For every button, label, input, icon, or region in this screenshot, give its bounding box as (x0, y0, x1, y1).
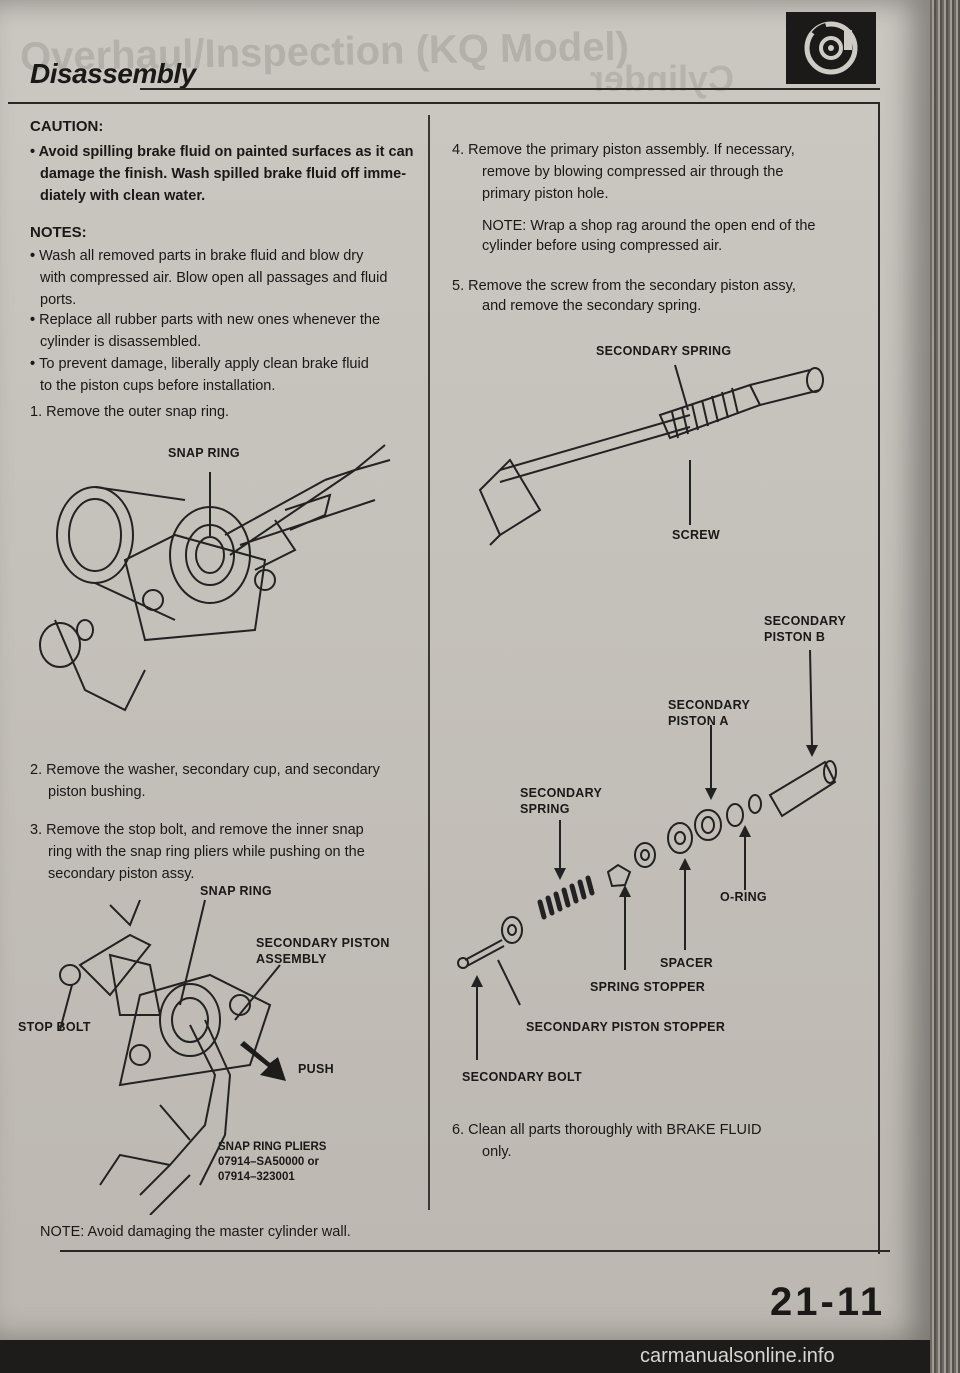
step-2-line-2: piston bushing. (48, 784, 146, 800)
brake-disc-icon (786, 12, 876, 84)
fig3-secondary-spring-illustration (478, 364, 824, 546)
page-edge-strip (930, 0, 960, 1373)
fig4-oring-label: O-RING (720, 890, 767, 904)
fig2-assembly-label-1: SECONDARY PISTON (256, 936, 390, 950)
note-3-line-2: to the piston cups before installation. (40, 378, 276, 394)
note-4-line-2: cylinder before using compressed air. (482, 238, 723, 254)
note-1-line-1: Wash all removed parts in brake fluid an… (30, 246, 363, 267)
note-2-line-2: cylinder is disassembled. (40, 334, 202, 350)
note-2-line-1: Replace all rubber parts with new ones w… (30, 310, 380, 331)
fig2-inner-snap-ring-illustration (59, 899, 286, 1215)
fig4-spring-label-1: SECONDARY (520, 786, 603, 800)
fig4-exploded-view-illustration (457, 649, 837, 1060)
manual-page: Overhaul/Inspection (KQ Model) Cylinder … (0, 0, 930, 1340)
fig2-push-label: PUSH (298, 1062, 334, 1076)
fig3-spring-label: SECONDARY SPRING (596, 344, 732, 358)
fig4-piston-stopper-label: SECONDARY PISTON STOPPER (526, 1020, 726, 1034)
step-6-line-1: 6. Clean all parts thoroughly with BRAKE… (452, 1122, 762, 1138)
note-4-line-1: NOTE: Wrap a shop rag around the open en… (482, 218, 816, 234)
caution-line-1: • Avoid spilling brake fluid on painted … (30, 144, 414, 160)
fig4-spacer-label: SPACER (660, 956, 713, 970)
step-4-line-3: primary piston hole. (482, 186, 609, 202)
content-frame (8, 102, 880, 1254)
step-5-line-1: 5. Remove the screw from the secondary p… (452, 278, 796, 294)
fig4-piston-b-label-1: SECONDARY (764, 614, 847, 628)
frame-bottom-rule (60, 1250, 890, 1252)
fig4-piston-a-label-2: PISTON A (668, 714, 729, 728)
note-1-line-2: with compressed air. Blow open all passa… (40, 270, 388, 286)
fig4-piston-a-label-1: SECONDARY (668, 698, 751, 712)
fig2-pliers-part-2: 07914–323001 (218, 1171, 295, 1183)
fig4-spring-stopper-label: SPRING STOPPER (590, 980, 706, 994)
caution-line-3: diately with clean water. (40, 188, 206, 204)
fig4-bolt-label: SECONDARY BOLT (462, 1070, 582, 1084)
fig2-assembly-label-2: ASSEMBLY (256, 952, 327, 966)
caution-title: CAUTION: (30, 118, 104, 135)
step-5-line-2: and remove the secondary spring. (482, 298, 702, 314)
section-heading: Disassembly (30, 58, 196, 89)
ghost-title-right: Cylinder (590, 58, 735, 99)
heading-rule (140, 88, 880, 90)
caution-line-2: damage the finish. Wash spilled brake fl… (40, 166, 407, 182)
fig4-spring-label-2: SPRING (520, 802, 570, 816)
step-4-line-1: 4. Remove the primary piston assembly. I… (452, 142, 795, 158)
fig2-snap-ring-label: SNAP RING (200, 884, 272, 898)
page-number: 21-11 (770, 1280, 886, 1324)
fig1-outer-snap-ring-illustration (39, 444, 391, 712)
fig3-screw-label: SCREW (672, 528, 721, 542)
fig2-pliers-part-1: 07914–SA50000 or (218, 1156, 320, 1168)
fig2-pliers-label: SNAP RING PLIERS (218, 1141, 327, 1153)
step-4-line-2: remove by blowing compressed air through… (482, 164, 784, 180)
note-1-line-3: ports. (40, 292, 77, 308)
note-3-line-1: To prevent damage, liberally apply clean… (30, 354, 369, 375)
column-divider (428, 115, 430, 1210)
watermark: carmanualsonline.info (640, 1345, 835, 1367)
fig4-piston-b-label-2: PISTON B (764, 630, 826, 644)
step-6-line-2: only. (482, 1144, 512, 1160)
fig2-stop-bolt-label: STOP BOLT (18, 1020, 91, 1034)
fig1-snap-ring-label: SNAP RING (168, 446, 240, 460)
notes-title: NOTES: (30, 224, 87, 241)
step-2-line-1: 2. Remove the washer, secondary cup, and… (30, 762, 380, 778)
step-3-line-2: ring with the snap ring pliers while pus… (48, 844, 365, 860)
step-3-line-1: 3. Remove the stop bolt, and remove the … (30, 822, 364, 838)
note-bottom: NOTE: Avoid damaging the master cylinder… (40, 1224, 351, 1240)
step-1: 1. Remove the outer snap ring. (30, 404, 230, 420)
step-3-line-3: secondary piston assy. (48, 866, 195, 882)
